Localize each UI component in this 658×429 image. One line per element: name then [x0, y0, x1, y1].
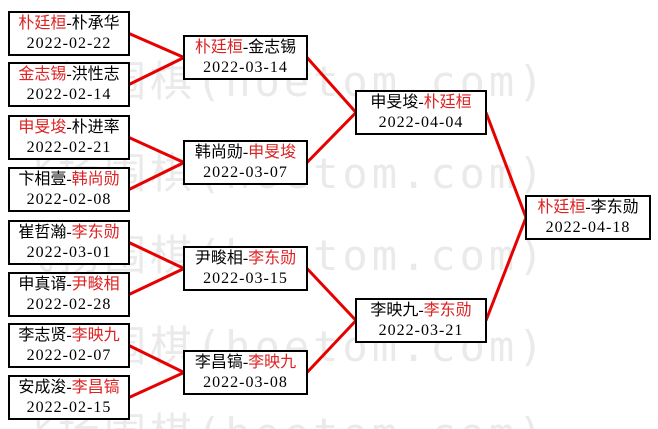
player-name: 尹畯相 [71, 275, 120, 293]
player-name: 申真谞 [18, 275, 67, 293]
player-name: 李东勋 [248, 249, 297, 267]
match-date: 2022-03-08 [203, 373, 288, 391]
match-players: 申旻埈-朴廷桓 [370, 93, 471, 113]
match-date: 2022-02-07 [26, 346, 112, 364]
match-date: 2022-04-18 [545, 218, 631, 236]
player-name: 尹畯相 [194, 249, 243, 267]
player-name: 李东勋 [71, 223, 120, 241]
match-players: 安成浚-李昌镐 [18, 378, 119, 398]
player-name: 朴廷桓 [537, 198, 586, 216]
player-name: 朴廷桓 [423, 93, 472, 111]
name-separator: - [66, 14, 72, 32]
name-separator: - [66, 223, 72, 241]
player-name: 李东勋 [423, 301, 472, 319]
player-name: 金志锡 [18, 65, 67, 83]
name-separator: - [66, 65, 72, 83]
player-name: 李志贤 [18, 326, 67, 344]
name-separator: - [242, 249, 249, 267]
player-name: 李昌镐 [71, 378, 120, 396]
player-name: 申旻埈 [370, 93, 419, 111]
name-separator: - [66, 326, 72, 344]
match-players: 李昌镐-李映九 [195, 353, 296, 373]
name-separator: - [585, 198, 591, 216]
name-separator: - [66, 170, 72, 188]
player-name: 申旻埈 [18, 118, 67, 136]
player-name: 李映九 [71, 326, 120, 344]
name-separator: - [242, 143, 249, 161]
player-name: 李映九 [370, 301, 419, 319]
match-players: 卞相壹-韩尚勋 [18, 170, 119, 190]
player-name: 李昌镐 [194, 353, 243, 371]
player-name: 卞相壹 [18, 170, 67, 188]
match-date: 2022-03-15 [203, 269, 288, 287]
match-players: 朴廷桓-朴承华 [18, 14, 119, 34]
match-players: 李志贤-李映九 [18, 326, 119, 346]
match-players: 朴廷桓-李东勋 [537, 198, 638, 218]
match-players: 申真谞-尹畯相 [18, 275, 119, 295]
match-players: 韩尚勋-申旻埈 [195, 143, 296, 163]
player-name: 洪性志 [71, 65, 120, 83]
match-date: 2022-02-28 [26, 295, 112, 313]
match-date: 2022-03-01 [26, 243, 112, 261]
match-date: 2022-02-14 [26, 85, 112, 103]
name-separator: - [418, 301, 424, 319]
match-players: 李映九-李东勋 [370, 301, 471, 321]
watermark-row: 飞扬围棋(hoetom.com) [12, 400, 547, 429]
match-date: 2022-02-15 [26, 398, 112, 416]
match-players: 尹畯相-李东勋 [195, 249, 296, 269]
player-name: 崔哲瀚 [18, 223, 67, 241]
name-separator: - [66, 378, 72, 396]
player-name: 金志锡 [248, 38, 297, 56]
match-date: 2022-03-21 [378, 321, 464, 339]
match-players: 申旻埈-朴进率 [18, 118, 119, 138]
player-name: 申旻埈 [248, 143, 297, 161]
match-date: 2022-02-21 [26, 138, 112, 156]
player-name: 安成浚 [18, 378, 67, 396]
name-separator: - [242, 353, 249, 371]
match-date: 2022-04-04 [378, 113, 464, 131]
name-separator: - [418, 93, 424, 111]
player-name: 朴廷桓 [194, 38, 243, 56]
player-name: 韩尚勋 [71, 170, 120, 188]
player-name: 朴进率 [71, 118, 120, 136]
match-date: 2022-02-08 [26, 190, 112, 208]
name-separator: - [66, 118, 72, 136]
player-name: 朴廷桓 [18, 14, 67, 32]
match-players: 崔哲瀚-李东勋 [18, 223, 119, 243]
match-date: 2022-02-22 [26, 34, 112, 52]
player-name: 韩尚勋 [194, 143, 243, 161]
match-players: 金志锡-洪性志 [18, 65, 119, 85]
match-date: 2022-03-14 [203, 58, 288, 76]
player-name: 李东勋 [590, 198, 639, 216]
player-name: 李映九 [248, 353, 297, 371]
name-separator: - [66, 275, 72, 293]
player-name: 朴承华 [71, 14, 120, 32]
name-separator: - [242, 38, 249, 56]
match-players: 朴廷桓-金志锡 [195, 38, 296, 58]
match-date: 2022-03-07 [203, 163, 288, 181]
